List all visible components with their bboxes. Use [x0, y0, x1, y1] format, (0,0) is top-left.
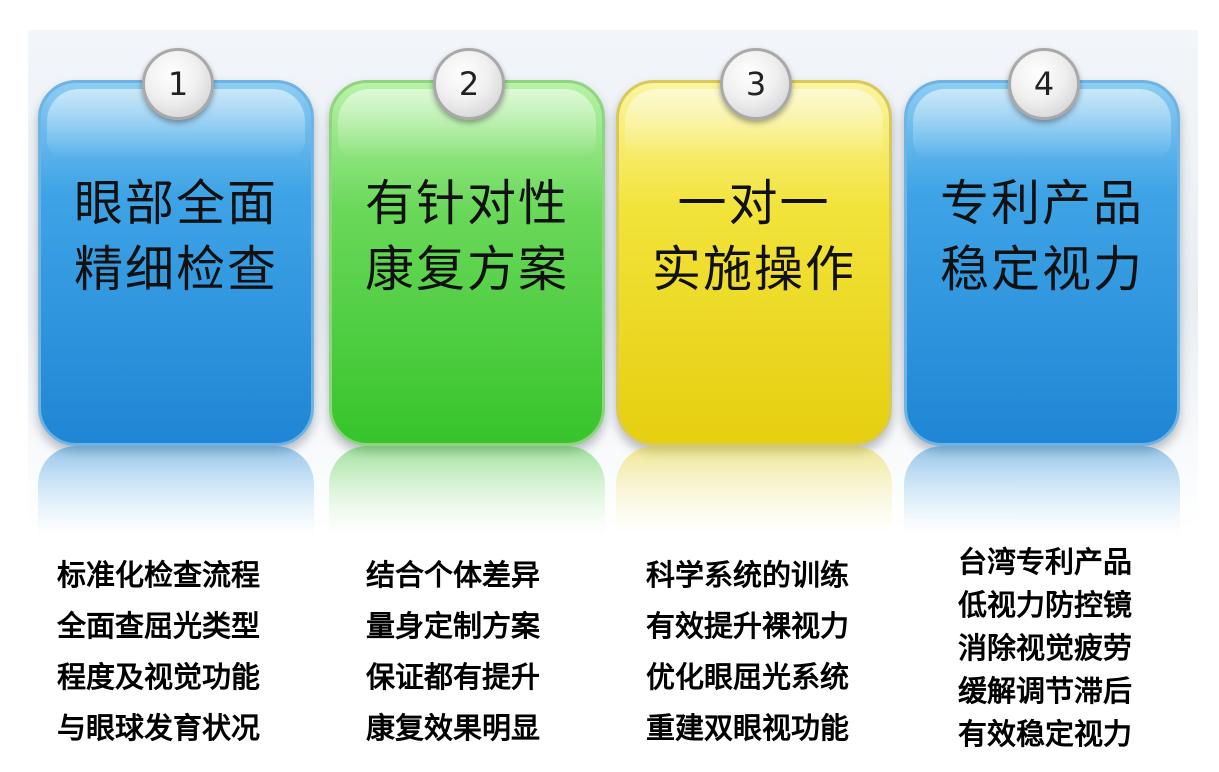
description-line: 重建双眼视功能 — [646, 711, 850, 745]
step-card-4: 专利产品 稳定视力 — [904, 80, 1180, 446]
step-card-1-title-line2: 精细检查 — [73, 241, 278, 298]
step-card-4-title-line1: 专利产品 — [939, 175, 1144, 232]
step-badge-1: 1 — [142, 48, 214, 120]
description-line: 全面查屈光类型 — [57, 609, 261, 643]
step-description-2: 结合个体差异 量身定制方案 保证都有提升 康复效果明显 — [366, 550, 540, 754]
step-card-3-title-line1: 一对一 — [677, 175, 831, 232]
step-badge-3: 3 — [720, 48, 792, 120]
step-card-1-title-line1: 眼部全面 — [73, 175, 278, 232]
description-line: 有效提升裸视力 — [646, 609, 850, 643]
step-badge-4: 4 — [1008, 48, 1080, 120]
step-card-4-title-line2: 稳定视力 — [939, 241, 1144, 298]
step-description-1: 标准化检查流程 全面查屈光类型 程度及视觉功能 与眼球发育状况 — [57, 550, 260, 754]
step-badge-2: 2 — [433, 48, 505, 120]
step-card-2: 有针对性 康复方案 — [329, 80, 605, 446]
description-line: 优化眼屈光系统 — [646, 660, 850, 694]
description-line: 消除视觉疲劳 — [958, 631, 1133, 665]
description-line: 程度及视觉功能 — [57, 660, 261, 694]
step-card-4-reflection — [904, 446, 1180, 536]
description-line: 科学系统的训练 — [646, 558, 850, 592]
step-card-2-title-line1: 有针对性 — [364, 175, 569, 232]
step-card-3-title-line2: 实施操作 — [651, 241, 856, 298]
description-line: 康复效果明显 — [366, 711, 541, 745]
description-line: 有效稳定视力 — [958, 717, 1133, 751]
description-line: 结合个体差异 — [366, 558, 541, 592]
step-card-3-reflection — [616, 446, 892, 536]
step-card-2-reflection — [329, 446, 605, 536]
description-line: 缓解调节滞后 — [958, 674, 1133, 708]
description-line: 与眼球发育状况 — [57, 711, 261, 745]
description-line: 保证都有提升 — [366, 660, 541, 694]
description-line: 台湾专利产品 — [958, 545, 1133, 579]
description-line: 低视力防控镜 — [958, 588, 1133, 622]
description-line: 量身定制方案 — [366, 609, 541, 643]
step-card-1: 眼部全面 精细检查 — [38, 80, 314, 446]
step-description-3: 科学系统的训练 有效提升裸视力 优化眼屈光系统 重建双眼视功能 — [646, 550, 849, 754]
description-line: 标准化检查流程 — [57, 558, 261, 592]
step-card-2-title-line2: 康复方案 — [364, 241, 569, 298]
step-card-1-reflection — [38, 446, 314, 536]
step-description-4: 台湾专利产品 低视力防控镜 消除视觉疲劳 缓解调节滞后 有效稳定视力 — [958, 541, 1132, 756]
step-card-3: 一对一 实施操作 — [616, 80, 892, 446]
